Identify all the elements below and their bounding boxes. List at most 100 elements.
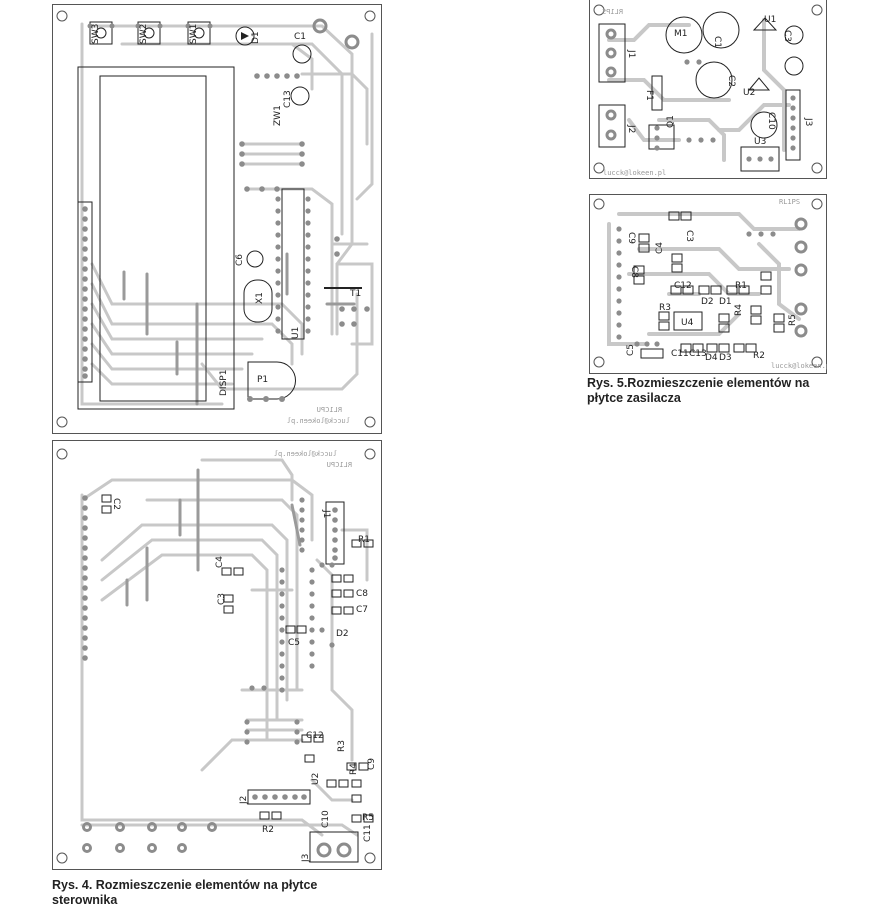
switch-sw2 (135, 21, 163, 45)
label-x1: X1 (255, 292, 265, 304)
controller-bottom-board: lucck@lokeen.pl RL1CPU (52, 440, 382, 870)
regulator-u1 (752, 17, 778, 31)
label-c12: C12 (674, 281, 692, 291)
label-c5: C5 (288, 638, 300, 648)
label-r3: R3 (337, 740, 347, 752)
label-c12: C12 (306, 731, 324, 741)
connector-j1 (325, 501, 345, 565)
label-m1: M1 (674, 29, 688, 39)
label-u2: U2 (311, 773, 321, 785)
capacitor-small (784, 56, 804, 76)
svg-text:lucck@lokeen.pl: lucck@lokeen.pl (274, 450, 337, 458)
svg-text:lucck@lokeen.pl: lucck@lokeen.pl (287, 417, 350, 425)
label-c1: C1 (712, 36, 722, 48)
pad-large (316, 842, 332, 858)
label-c2: C2 (726, 75, 736, 87)
pad (279, 396, 285, 402)
capacitor-c6 (246, 250, 264, 268)
jumper-wires (122, 252, 356, 406)
capacitor-c10 (750, 111, 778, 139)
board-outline (52, 440, 382, 870)
label-c13: C13 (689, 349, 707, 359)
display-connector-pads (82, 495, 88, 661)
label-d2: D2 (701, 297, 714, 307)
label-c10: C10 (766, 112, 776, 130)
connector-j1-pins (332, 507, 338, 561)
label-c4: C4 (655, 242, 665, 254)
via-pads (616, 226, 776, 347)
pad-large (344, 34, 360, 50)
label-c7: C7 (356, 605, 368, 615)
label-p1: P1 (257, 375, 268, 385)
label-c3: C3 (217, 593, 227, 605)
controller-top-board: SW3 SW2 SW1 D1 C1 C13 ZW1 U1 C6 X1 (52, 4, 382, 434)
label-c2: C2 (111, 498, 121, 510)
caption-fig5-line1: Rys. 5.Rozmieszczenie elementów na (587, 376, 810, 390)
label-r2: R2 (753, 351, 765, 361)
label-d4: D4 (705, 353, 718, 363)
mounting-holes (593, 4, 823, 174)
label-q1: Q1 (666, 115, 676, 128)
label-j3: J3 (803, 117, 813, 126)
label-c4: C4 (215, 556, 225, 568)
psu-bottom-layout: RL1PS C9 C3 (589, 194, 827, 374)
author: lucck@lokeen.pl (603, 169, 666, 177)
controller-top-layout: SW3 SW2 SW1 D1 C1 C13 ZW1 U1 C6 X1 (52, 4, 382, 434)
connector-j3 (309, 831, 359, 863)
psu-top-board: RL1PS M1 C1 U1 C2 C3 U2 J1 F1 J2 Q1 C10 … (589, 0, 827, 180)
label-j2: J2 (626, 124, 636, 133)
caption-fig5-line2: płytce zasilacza (587, 391, 681, 405)
smd-components (633, 211, 785, 359)
controller-bottom-layout: lucck@lokeen.pl RL1CPU (52, 440, 382, 870)
label-r5: R5 (362, 813, 374, 823)
svg-text:RL1PS: RL1PS (602, 8, 623, 16)
diode-d1-symbol (241, 32, 249, 40)
regulator-u2 (747, 77, 771, 91)
copper-traces (80, 458, 369, 837)
via-pads (654, 59, 796, 162)
copper-traces (607, 18, 791, 162)
label-c8: C8 (356, 589, 368, 599)
smd-components (101, 494, 374, 823)
pad (263, 396, 269, 402)
display-connector-pads (82, 206, 88, 379)
label-sw3: SW3 (91, 24, 101, 44)
psu-bottom-board: RL1PS C9 C3 (589, 194, 827, 374)
jumper-wires (125, 468, 302, 607)
board-name-mirrored: RL1CPU (327, 461, 352, 469)
bottom-pads (82, 822, 217, 853)
label-u1: U1 (291, 327, 301, 339)
crystal-x1 (243, 279, 273, 323)
board-name-mirrored: RL1PS (602, 8, 623, 16)
label-t1: T1 (349, 289, 361, 299)
label-d3: D3 (719, 353, 732, 363)
label-c9: C9 (367, 758, 377, 770)
label-r4: R4 (349, 763, 359, 775)
transistor-q1 (648, 124, 675, 150)
label-r1: R1 (358, 535, 370, 545)
label-j1: J1 (626, 49, 636, 58)
label-d1: D1 (719, 297, 732, 307)
label-u4: U4 (681, 318, 694, 328)
via-pads (244, 497, 335, 745)
label-sw1: SW1 (189, 24, 199, 44)
diode-d1 (235, 26, 255, 46)
label-c13: C13 (283, 90, 293, 108)
connector-j3 (785, 89, 801, 161)
connector-j2-pins (252, 794, 307, 800)
display-window (99, 75, 207, 402)
pad-large (312, 18, 328, 34)
label-u3: U3 (754, 137, 766, 147)
label-c9: C9 (626, 232, 636, 244)
via-pads (239, 73, 370, 327)
mounting-holes (56, 448, 376, 864)
label-r1: R1 (735, 281, 747, 291)
label-u1: U1 (764, 15, 776, 25)
label-d2: D2 (336, 629, 349, 639)
label-f1: F1 (644, 90, 654, 101)
ic-u1 (281, 188, 305, 340)
capacitor-c2 (695, 61, 733, 99)
label-c11: C11 (671, 349, 689, 359)
label-sw2: SW2 (139, 24, 149, 44)
label-c5: C5 (626, 344, 636, 356)
